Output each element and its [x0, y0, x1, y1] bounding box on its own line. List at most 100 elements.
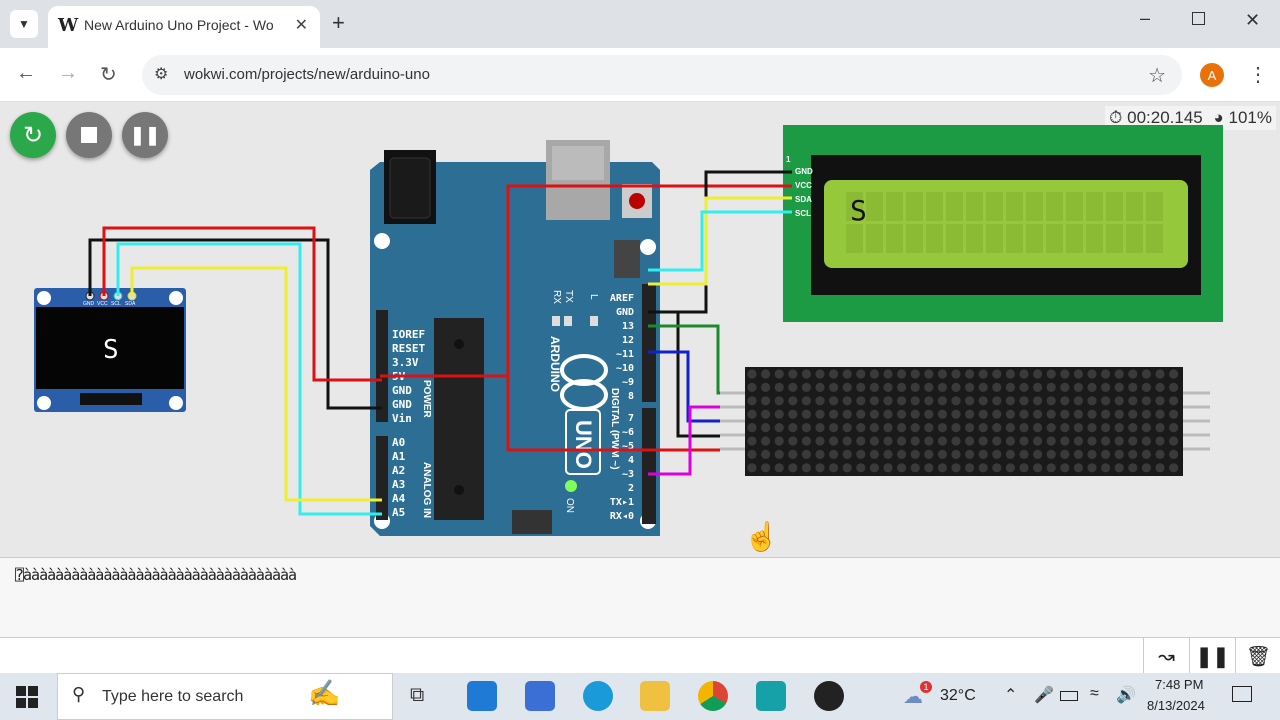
forward-arrow-icon[interactable]: → — [58, 62, 78, 84]
microphone-icon[interactable]: 🎤 — [1034, 687, 1054, 704]
lcd-cell — [906, 224, 923, 253]
matrix-led — [829, 423, 839, 433]
battery-icon[interactable] — [1060, 691, 1078, 701]
serial-pause-button[interactable]: ❚❚ — [1189, 638, 1235, 674]
matrix-led — [978, 382, 988, 392]
lcd-cell — [1066, 192, 1083, 221]
lcd-1602-display[interactable]: S 1 GND VCC SDA SCL — [783, 125, 1223, 322]
matrix-led — [761, 463, 771, 473]
matrix-led — [761, 369, 771, 379]
serial-toolbar: ↝ ❚❚ 🗑 — [0, 637, 1280, 674]
digital-pin-label: RX◂0 — [610, 511, 634, 522]
clock-time[interactable]: 7:48 PM — [1155, 677, 1204, 692]
lcd-cell — [1006, 224, 1023, 253]
trash-icon: 🗑 — [1245, 645, 1272, 668]
browser-tab[interactable]: W New Arduino Uno Project - Wo ✕ — [48, 6, 320, 48]
pause-icon: ❚❚ — [129, 124, 161, 145]
matrix-led — [1169, 396, 1179, 406]
lcd-cell — [986, 224, 1003, 253]
obs-app-icon[interactable] — [814, 681, 844, 711]
edge-app-icon[interactable] — [583, 681, 613, 711]
taskbar-search[interactable]: ⚲ Type here to search ✍ — [57, 673, 393, 720]
tray-chevron-icon[interactable]: ⌃ — [1004, 687, 1018, 704]
store-app-icon[interactable] — [525, 681, 555, 711]
matrix-led — [1128, 423, 1138, 433]
matrix-led — [924, 409, 934, 419]
matrix-led — [1046, 409, 1056, 419]
url-text[interactable]: wokwi.com/projects/new/arduino-uno — [184, 66, 430, 83]
bookmark-star-icon[interactable]: ☆ — [1148, 65, 1166, 87]
wifi-icon[interactable]: ≈ — [1090, 685, 1099, 702]
stop-button[interactable] — [66, 112, 112, 158]
digital-pin-label: TX▸1 — [610, 497, 634, 508]
wires[interactable] — [88, 170, 792, 516]
matrix-led — [747, 463, 757, 473]
matrix-led — [774, 423, 784, 433]
uno-label: UNO — [571, 420, 596, 469]
start-button[interactable] — [16, 686, 38, 708]
matrix-led — [1141, 423, 1151, 433]
back-arrow-icon[interactable]: ← — [16, 62, 36, 84]
oled-pin-scl: SCL — [111, 301, 121, 307]
matrix-led — [829, 449, 839, 459]
sim-speed: 101% — [1228, 108, 1272, 127]
digital-pin-label: 4 — [628, 455, 634, 466]
new-tab-icon[interactable]: + — [332, 10, 345, 35]
matrix-led — [815, 382, 825, 392]
weather-temp[interactable]: 32°C — [940, 687, 976, 704]
address-bar[interactable]: ⚙ wokwi.com/projects/new/arduino-uno ☆ — [142, 55, 1182, 95]
mail-app-icon[interactable] — [467, 681, 497, 711]
chart-icon: ↝ — [1158, 645, 1175, 668]
matrix-led — [1005, 369, 1016, 379]
profile-avatar[interactable]: A — [1200, 63, 1224, 87]
matrix-led — [801, 369, 812, 379]
arduino-uno-board[interactable]: UNO ARDUINO ON TX RX L POWER ANALOG IN D… — [370, 140, 660, 536]
clock-date[interactable]: 8/13/2024 — [1147, 698, 1205, 713]
lcd-cell — [926, 224, 943, 253]
oled-display[interactable]: S GND VCC SCL SDA — [34, 288, 186, 412]
menu-kebab-icon[interactable]: ⋮ — [1248, 64, 1268, 86]
restart-button[interactable]: ↻ — [10, 112, 56, 158]
matrix-led — [856, 369, 866, 379]
pause-button[interactable]: ❚❚ — [122, 112, 168, 158]
matrix-led — [937, 436, 948, 446]
matrix-led — [1114, 449, 1124, 459]
reload-icon[interactable]: ↻ — [100, 64, 117, 86]
plotter-button[interactable]: ↝ — [1143, 638, 1189, 674]
matrix-led — [774, 369, 784, 379]
matrix-led — [842, 369, 852, 379]
matrix-led — [897, 396, 907, 406]
chrome-app-icon[interactable] — [698, 681, 728, 711]
close-tab-icon[interactable]: ✕ — [294, 17, 308, 34]
file-explorer-icon[interactable] — [640, 681, 670, 711]
matrix-led — [774, 449, 784, 459]
arduino-app-icon[interactable] — [756, 681, 786, 711]
matrix-led — [910, 436, 920, 446]
matrix-led — [761, 449, 771, 459]
close-window-icon[interactable]: ✕ — [1245, 10, 1261, 30]
clear-button[interactable]: 🗑 — [1235, 638, 1280, 674]
volume-icon[interactable]: 🔊 — [1116, 687, 1136, 704]
matrix-led — [1128, 369, 1138, 379]
lcd-cell — [866, 192, 883, 221]
task-view-icon[interactable]: ⧉ — [410, 684, 425, 706]
matrix-led — [829, 396, 839, 406]
site-settings-icon[interactable]: ⚙ — [154, 66, 169, 83]
matrix-led — [856, 409, 866, 419]
matrix-led — [1073, 436, 1083, 446]
matrix-led — [978, 423, 988, 433]
minimize-icon[interactable]: – — [1140, 8, 1151, 28]
matrix-led — [801, 409, 812, 419]
matrix-led — [774, 382, 784, 392]
matrix-led — [788, 463, 798, 473]
led-matrix[interactable] — [720, 367, 1210, 476]
weather-icon[interactable]: ☁ — [903, 686, 923, 708]
digital-pin-label: AREF — [610, 293, 634, 304]
restore-icon[interactable] — [1192, 12, 1205, 25]
matrix-led — [910, 396, 920, 406]
notification-icon[interactable] — [1232, 686, 1252, 702]
simulation-canvas[interactable]: ↻ ❚❚ ⏱ 00:20.145 ◕ 101% S GND VCC SCL SD… — [0, 102, 1280, 557]
digital-pin-label: 7 — [628, 413, 634, 424]
matrix-led — [924, 382, 934, 392]
tab-search-button[interactable]: ▼ — [10, 10, 38, 38]
